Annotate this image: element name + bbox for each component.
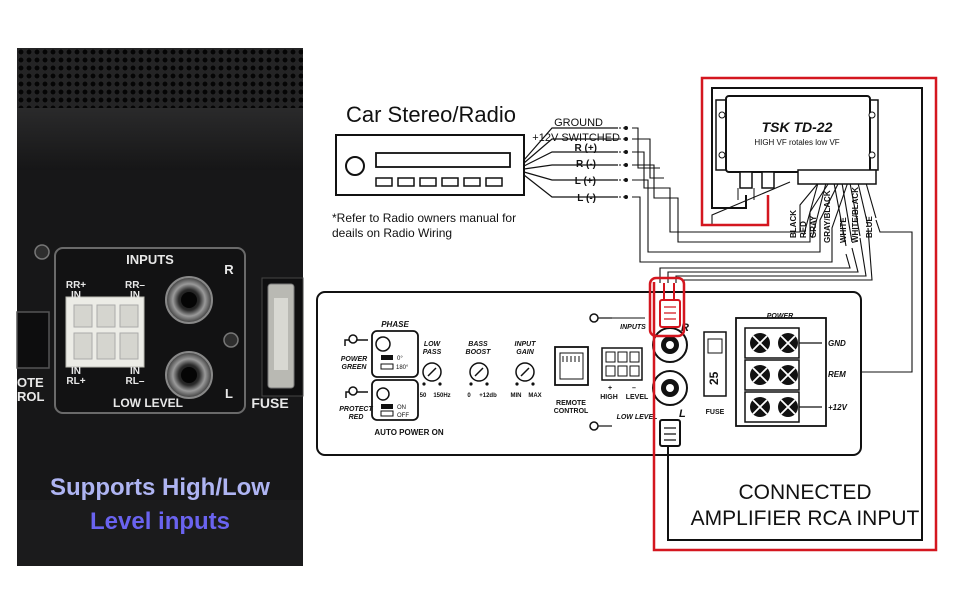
callout-line1: CONNECTED bbox=[738, 481, 871, 504]
photo-rl-minus: RL– bbox=[126, 376, 145, 387]
speaker-grille bbox=[17, 48, 303, 108]
rca-plug-black bbox=[659, 419, 681, 447]
converter-harness-plug bbox=[797, 169, 877, 185]
wire-label-gray: GRAY bbox=[809, 215, 818, 238]
photo-inputs-label: INPUTS bbox=[126, 252, 174, 267]
photo-rr-minus-in: IN bbox=[130, 290, 140, 301]
wire-label-white: WHITE bbox=[839, 217, 848, 243]
photo-low-level: LOW LEVEL bbox=[113, 396, 183, 410]
stereo-knob bbox=[345, 156, 365, 176]
remote-jack bbox=[16, 311, 50, 369]
screw bbox=[223, 332, 239, 348]
high-label: HIGH bbox=[600, 394, 618, 401]
converter-rca-right bbox=[761, 171, 775, 189]
photo-rl-plus-in: IN bbox=[71, 366, 81, 377]
amplifier-panel: PHASE 0° 180° POWER GREEN ON OFF PROTECT… bbox=[316, 291, 862, 456]
photo-rl-minus-in: IN bbox=[130, 366, 140, 377]
photo-l: L bbox=[225, 386, 233, 401]
protect-led-label: PROTECT bbox=[339, 406, 373, 413]
bass-label-2: BOOST bbox=[466, 349, 492, 356]
lowpass-min: 50 bbox=[420, 393, 427, 399]
wire-l-minus: L (-) bbox=[577, 193, 596, 204]
rca-cable bbox=[648, 76, 938, 552]
power-led-color: GREEN bbox=[342, 364, 368, 371]
phase-0: 0° bbox=[397, 356, 403, 362]
photo-rr-plus: RR+ bbox=[66, 280, 86, 291]
wire-12v: +12V SWITCHED bbox=[532, 132, 620, 144]
gain-label-1: INPUT bbox=[515, 341, 537, 348]
stereo-title: Car Stereo/Radio bbox=[346, 102, 516, 127]
photo-rl-plus: RL+ bbox=[66, 376, 85, 387]
wire-ground: GROUND bbox=[554, 117, 603, 129]
gain-label-2: GAIN bbox=[516, 349, 534, 356]
inputs-label: INPUTS bbox=[620, 324, 646, 331]
lowpass-label-2: PASS bbox=[423, 349, 442, 356]
converter-subtitle: HIGH VF rotales low VF bbox=[754, 138, 839, 147]
wire-r-plus: R (+) bbox=[575, 143, 598, 154]
photo-rr-plus-in: IN bbox=[71, 290, 81, 301]
converter-wire-labels: BLACK RED GRAY GRAY/BLACK WHITE WHITE/BL… bbox=[789, 187, 874, 243]
auto-power-on-label: AUTO POWER ON bbox=[374, 428, 443, 437]
housing-band bbox=[17, 108, 303, 170]
power-led-label: POWER bbox=[341, 356, 367, 363]
auto-off: OFF bbox=[397, 413, 409, 419]
amp-rca-l: L bbox=[679, 408, 686, 420]
converter-box: TSK TD-22 HIGH VF rotales low VF BLACK R… bbox=[715, 95, 879, 243]
fuse-value: 25 bbox=[707, 371, 721, 385]
photo-remote-line2: ROL bbox=[17, 389, 45, 404]
photo-r: R bbox=[224, 262, 234, 277]
lowpass-max: 150Hz bbox=[433, 393, 450, 399]
gain-max: MAX bbox=[528, 393, 541, 399]
rca-highlight-red bbox=[648, 276, 686, 338]
bass-label-1: BASS bbox=[468, 341, 488, 348]
input-minus: – bbox=[632, 385, 636, 392]
v12-label: +12V bbox=[828, 403, 848, 412]
phase-led bbox=[375, 336, 391, 352]
low-level-label: LOW LEVEL bbox=[617, 414, 658, 421]
gain-min: MIN bbox=[511, 393, 522, 399]
photo-rr-minus: RR– bbox=[125, 280, 145, 291]
stereo-note-line2: deails on Radio Wiring bbox=[332, 226, 452, 240]
bass-max: +12db bbox=[479, 393, 497, 399]
amp-fuse-label: FUSE bbox=[706, 409, 725, 416]
screw bbox=[34, 244, 50, 260]
power-block-label: POWER bbox=[767, 313, 793, 320]
auto-on: ON bbox=[397, 405, 406, 411]
wire-label-red: RED bbox=[799, 221, 808, 238]
remote-control-label-1: REMOTE bbox=[556, 400, 586, 407]
level-label: LEVEL bbox=[626, 394, 649, 401]
photo-fuse: FUSE bbox=[251, 395, 288, 411]
wire-label-white-black: WHITE/BLACK bbox=[851, 187, 860, 243]
converter-rca-left bbox=[739, 171, 753, 189]
phase-label: PHASE bbox=[381, 320, 409, 329]
car-stereo: Car Stereo/Radio *Refer to Radio owners … bbox=[332, 102, 628, 240]
lowpass-label-1: LOW bbox=[424, 341, 442, 348]
protect-led-color: RED bbox=[349, 414, 364, 421]
wire-label-gray-black: GRAY/BLACK bbox=[823, 190, 832, 243]
gnd-label: GND bbox=[828, 339, 846, 348]
photo-overlay: INPUTS RR+ IN RR– IN IN RL+ IN RL– LOW L… bbox=[16, 244, 304, 414]
bass-min: 0 bbox=[467, 393, 471, 399]
stereo-display bbox=[375, 152, 511, 168]
wire-r-minus: R (-) bbox=[576, 159, 596, 170]
wire-label-black: BLACK bbox=[789, 210, 798, 238]
caption-line1: Supports High/Low bbox=[50, 474, 270, 501]
wire-l-plus: L (+) bbox=[575, 176, 596, 187]
rem-label: REM bbox=[828, 370, 846, 379]
auto-power-frame bbox=[371, 379, 419, 421]
stereo-note-line1: *Refer to Radio owners manual for bbox=[332, 211, 516, 225]
caption-line2: Level inputs bbox=[89, 508, 231, 535]
converter-name: TSK TD-22 bbox=[762, 119, 833, 135]
phase-180: 180° bbox=[396, 365, 409, 371]
remote-control-label-2: CONTROL bbox=[554, 408, 589, 415]
input-plus: + bbox=[608, 385, 612, 392]
callout-line2: AMPLIFIER RCA INPUT bbox=[691, 507, 920, 530]
photo-remote-line1: OTE bbox=[17, 375, 44, 390]
wire-label-blue: BLUE bbox=[865, 216, 874, 238]
